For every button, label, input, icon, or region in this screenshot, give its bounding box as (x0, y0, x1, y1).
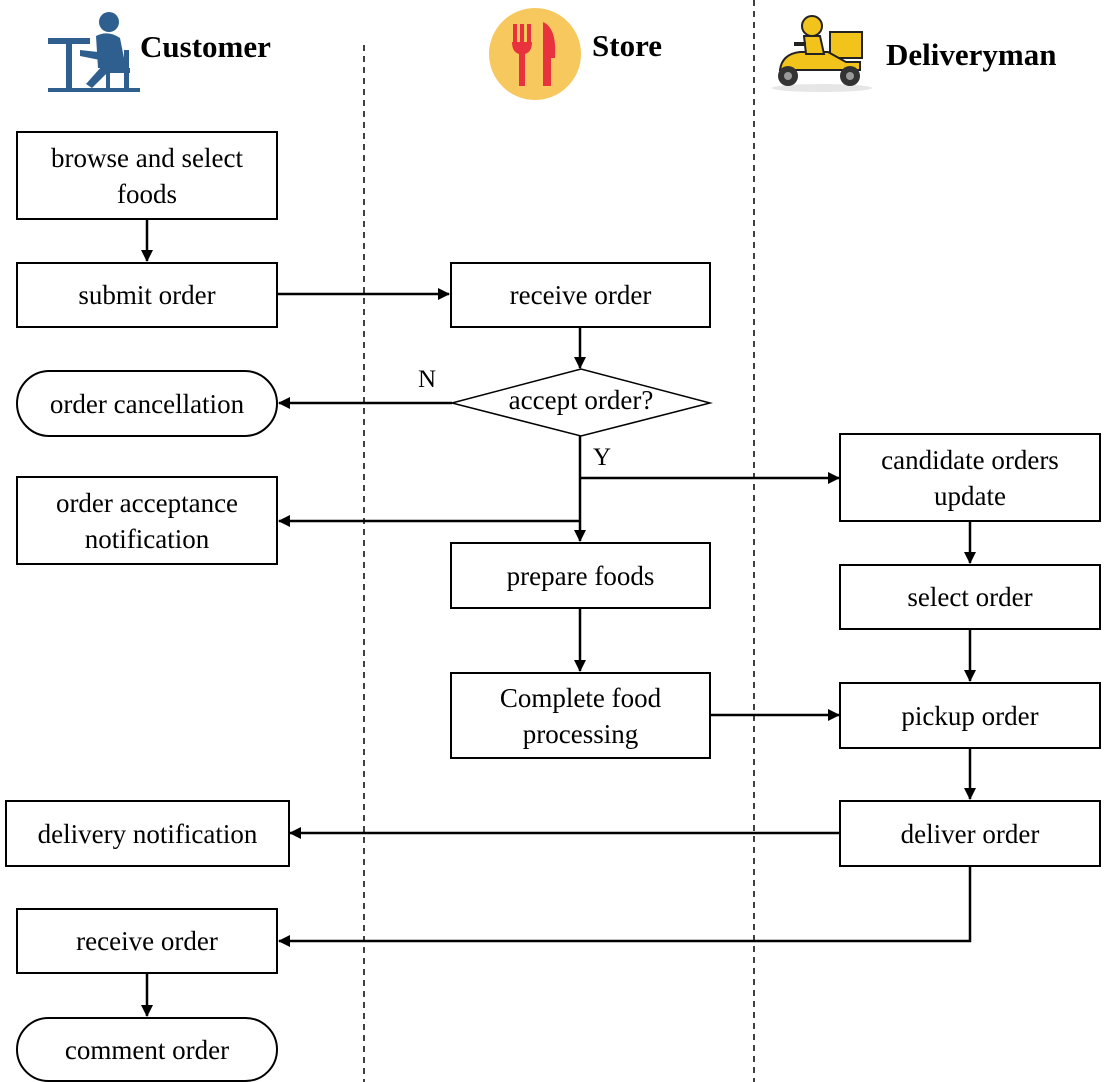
customer-icon (48, 12, 140, 92)
edge-deliver-to-receive (278, 867, 972, 947)
delivery-notification-step: delivery notification (5, 800, 290, 867)
receive-order-customer-step: receive order (16, 908, 278, 974)
decision-label-accept-order: accept order? (508, 385, 654, 415)
complete-food-processing-step: Complete food processing (450, 672, 711, 759)
deliver-order-step: deliver order (839, 800, 1101, 867)
submit-order-step: submit order (16, 262, 278, 328)
browse-and-select-foods-step: browse and select foods (16, 131, 278, 220)
lane-title-customer: Customer (140, 29, 271, 64)
select-order-step: select order (839, 564, 1101, 630)
lane-title-store: Store (592, 28, 663, 63)
order-acceptance-notification-step: order acceptance notification (16, 476, 278, 565)
pickup-order-step: pickup order (839, 682, 1101, 749)
prepare-foods-step: prepare foods (450, 542, 711, 609)
order-cancellation-terminal: order cancellation (16, 370, 278, 437)
lane-title-deliveryman: Deliveryman (886, 37, 1057, 72)
edge-label-no: N (418, 366, 437, 393)
comment-order-terminal: comment order (16, 1017, 278, 1082)
edge-label-yes: Y (593, 444, 612, 471)
fork-and-knife-icon (489, 8, 581, 100)
decision-diamond-accept-order (449, 368, 713, 437)
delivery-scooter-icon (772, 15, 872, 92)
receive-order-store-step: receive order (450, 262, 711, 328)
candidate-orders-update-step: candidate orders update (839, 433, 1101, 522)
